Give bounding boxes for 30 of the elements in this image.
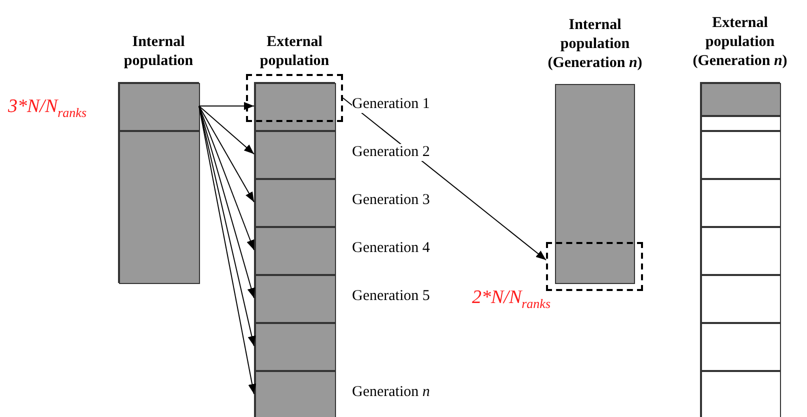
column-segment [701,179,781,227]
column-segment [119,83,200,131]
column-segment [255,227,336,275]
formula-label: 2*N/N$_{ranks}$ [472,287,551,312]
column-segment [255,83,336,131]
column-segment [701,275,781,323]
column-segment [701,323,781,371]
generation-label: Generation 2 [352,144,430,161]
arrow [198,106,254,154]
column-segment [255,275,336,323]
column-segment [701,116,781,131]
dashed-selection-box [546,242,643,291]
column-heading: External population [258,33,330,71]
generation-label: Generation 1 [352,96,430,113]
column-segment [255,371,336,417]
column-heading: Internal population (Generation n) [546,16,644,73]
column-segment [701,371,781,417]
column-segment [255,179,336,227]
column-segment [255,323,336,371]
arrow [198,102,254,110]
column-segment [119,131,200,284]
formula-label: 3*N/N$_{ranks}$ [8,96,87,121]
arrow [198,106,254,202]
column-segment [701,83,781,116]
dashed-selection-box [246,74,343,122]
column-segment [701,131,781,179]
column-segment [255,131,336,179]
column-heading: Internal population [122,33,194,71]
column-heading: External population (Generation n) [692,14,788,71]
column-segment [701,227,781,275]
